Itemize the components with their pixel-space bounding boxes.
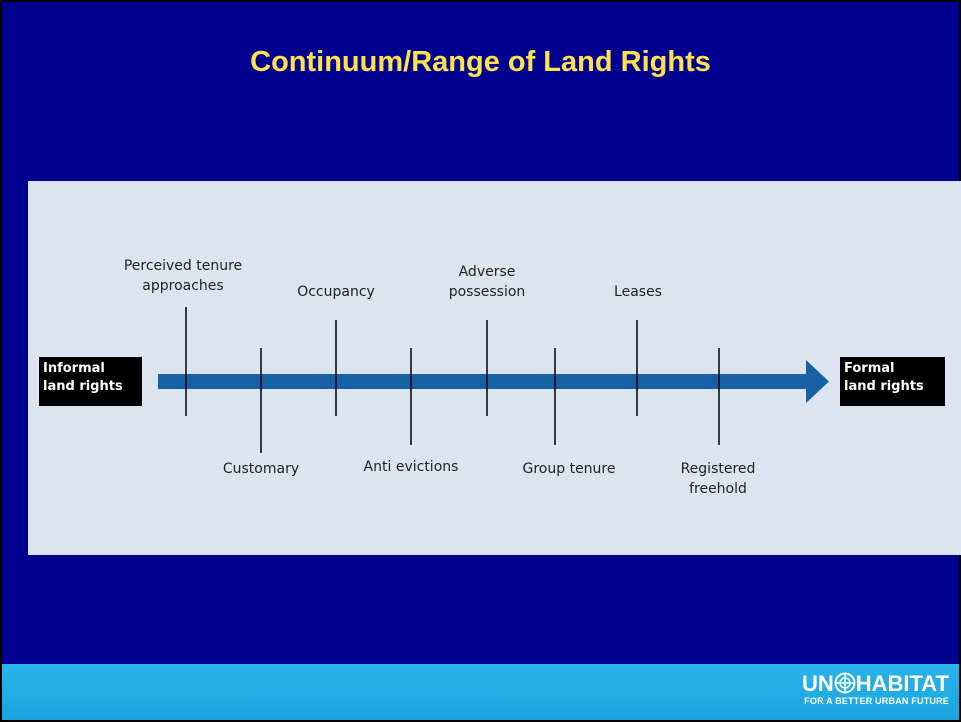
label-perceived-tenure: Perceived tenure approaches [123,258,243,294]
label-leases: Leases [614,284,662,300]
label-anti-evictions: Anti evictions [363,459,459,475]
label-group-tenure: Group tenure [522,461,616,477]
logo-tagline: FOR A BETTER URBAN FUTURE [804,696,949,706]
label-occupancy: Occupancy [297,284,375,300]
continuum-arrow-shaft [158,374,809,389]
slide-title: Continuum/Range of Land Rights [250,46,711,78]
globe-icon [834,672,856,694]
logo-habitat-text: HABITAT [855,671,949,696]
label-registered-freehold: Registered freehold [680,461,756,497]
label-customary: Customary [222,461,300,477]
logo-un-text: UN [801,671,834,696]
diagram-panel [28,181,961,555]
formal-land-rights-box: Formal land rights [840,357,945,406]
continuum-arrow-head [806,360,829,403]
footer-bar: UN HABITAT FOR A BETTER URBAN FUTURE [2,664,959,720]
formal-land-rights-label: Formal land rights [844,361,924,394]
label-adverse-possession: Adverse possession [448,264,526,300]
informal-land-rights-box: Informal land rights [39,357,142,406]
informal-land-rights-label: Informal land rights [43,361,123,394]
un-habitat-logo: UN HABITAT FOR A BETTER URBAN FUTURE [801,671,949,707]
